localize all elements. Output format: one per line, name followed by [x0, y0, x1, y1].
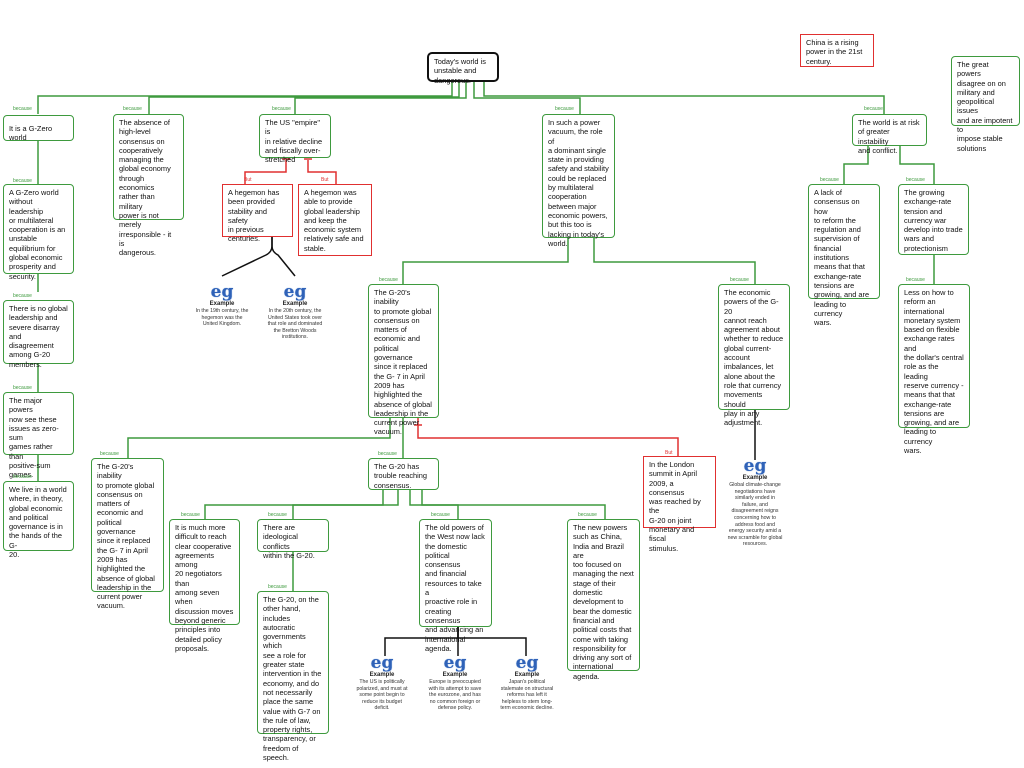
because-label: because	[268, 512, 287, 518]
because-label: because	[820, 177, 839, 183]
because-label: because	[906, 277, 925, 283]
china-node[interactable]: China is a rising power in the 21st cent…	[800, 34, 874, 67]
monetary-reform-node[interactable]: Less on how to reform an international m…	[898, 284, 970, 455]
example-text: In the 19th century, the hegemon was the…	[195, 308, 249, 328]
example-text: Global climate-change negotiations have …	[727, 482, 783, 548]
us-empire-node[interactable]: The US "empire" is in relative decline a…	[259, 114, 331, 164]
example-icon: eg	[515, 653, 539, 673]
g20-inability-node[interactable]: The G-20's inability to promote global c…	[368, 284, 439, 436]
because-label: because	[181, 512, 200, 518]
example-us-polarized[interactable]: eg Example The US is politically polariz…	[340, 655, 424, 712]
because-label: because	[730, 277, 749, 283]
example-text: Japan's political stalemate on structura…	[500, 679, 554, 712]
because-label: because	[13, 385, 32, 391]
g-zero-world-node[interactable]: It is a G-Zero world	[3, 115, 74, 142]
example-climate[interactable]: eg Example Global climate-change negotia…	[713, 458, 797, 548]
example-text: The US is politically polarized, and mus…	[356, 679, 408, 712]
because-label: because	[578, 512, 597, 518]
example-title: Example	[442, 672, 468, 678]
difficult-agreement-node[interactable]: It is much more difficult to reach clear…	[169, 519, 240, 653]
because-label: because	[864, 106, 883, 112]
because-label: because	[906, 177, 925, 183]
example-title: Example	[514, 672, 540, 678]
no-leadership-node[interactable]: There is no global leadership and severe…	[3, 300, 74, 369]
lack-consensus-node[interactable]: A lack of consensus on how to reform the…	[808, 184, 880, 327]
zero-sum-node[interactable]: The major powers now see these issues as…	[3, 392, 74, 479]
because-label: because	[13, 293, 32, 299]
great-powers-node[interactable]: The great powers disagree on on military…	[951, 56, 1020, 153]
because-label: because	[378, 451, 397, 457]
hegemon-stability-node[interactable]: A hegemon has been provided stability an…	[222, 184, 293, 243]
power-vacuum-node[interactable]: In such a power vacuum, the role of a do…	[542, 114, 615, 248]
but-label: But	[244, 177, 252, 183]
because-label: because	[100, 451, 119, 457]
economic-powers-node[interactable]: The economic powers of the G-20 cannot r…	[718, 284, 790, 427]
but-label: But	[665, 450, 673, 456]
example-title: Example	[742, 475, 768, 481]
but-label: But	[321, 177, 329, 183]
example-title: Example	[282, 301, 308, 307]
because-label: because	[555, 106, 574, 112]
because-label: because	[268, 584, 287, 590]
trouble-consensus-node[interactable]: The G-20 has trouble reaching consensus.	[368, 458, 439, 490]
because-label: because	[13, 474, 32, 480]
example-title: Example	[369, 672, 395, 678]
root-node[interactable]: Today's world is unstable and dangerous.	[427, 52, 499, 85]
example-uk[interactable]: eg Example In the 19th century, the hege…	[180, 284, 264, 328]
exchange-tension-node[interactable]: The growing exchange-rate tension and cu…	[898, 184, 969, 255]
example-icon: eg	[743, 456, 767, 476]
example-japan[interactable]: eg Example Japan's political stalemate o…	[485, 655, 569, 712]
london-summit-node[interactable]: In the London summit in April 2009, a co…	[643, 456, 716, 553]
example-title: Example	[209, 301, 235, 307]
g-zero-definition-node[interactable]: A G-Zero world without leadership or mul…	[3, 184, 74, 281]
because-label: because	[13, 178, 32, 184]
example-text: Europe is preoccupied with its attempt t…	[428, 679, 482, 712]
g20-governance-node[interactable]: We live in a world where, in theory, glo…	[3, 481, 74, 559]
example-icon: eg	[370, 653, 394, 673]
example-icon: eg	[210, 282, 234, 302]
world-instability-node[interactable]: The world is at risk of greater instabil…	[852, 114, 927, 155]
because-label: because	[123, 106, 142, 112]
because-label: because	[13, 106, 32, 112]
because-label: because	[272, 106, 291, 112]
example-europe[interactable]: eg Example Europe is preoccupied with it…	[413, 655, 497, 712]
absence-node[interactable]: The absence of high-level consensus on c…	[113, 114, 184, 257]
example-us[interactable]: eg Example In the 20th century, the Unit…	[253, 284, 337, 341]
because-label: because	[379, 277, 398, 283]
new-powers-node[interactable]: The new powers such as China, India and …	[567, 519, 640, 681]
g20-inability-repeat-node[interactable]: The G-20's inability to promote global c…	[91, 458, 164, 610]
because-label: because	[431, 512, 450, 518]
example-icon: eg	[443, 653, 467, 673]
example-text: In the 20th century, the United States t…	[267, 308, 323, 341]
ideological-conflicts-node[interactable]: There are ideological conflicts within t…	[257, 519, 329, 560]
autocratic-governments-node[interactable]: The G-20, on the other hand, includes au…	[257, 591, 329, 762]
hegemon-leadership-node[interactable]: A hegemon was able to provide global lea…	[298, 184, 372, 256]
old-powers-node[interactable]: The old powers of the West now lack the …	[419, 519, 492, 653]
example-icon: eg	[283, 282, 307, 302]
